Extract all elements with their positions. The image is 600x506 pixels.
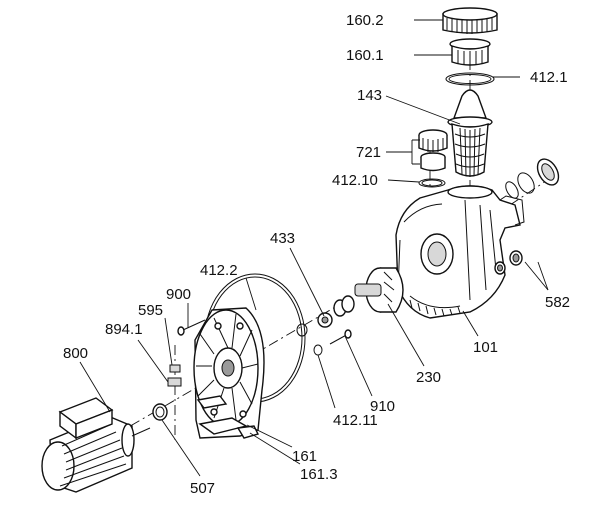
label-721: 721 — [356, 144, 381, 161]
label-143: 143 — [357, 87, 382, 104]
leader-lines — [79, 19, 549, 477]
label-894-1: 894.1 — [105, 321, 143, 338]
label-507: 507 — [190, 480, 215, 497]
screw-900-part — [177, 319, 206, 336]
mechanical-seal-part — [296, 295, 355, 337]
label-161: 161 — [292, 448, 317, 465]
label-412-1: 412.1 — [530, 69, 568, 86]
label-160-1: 160.1 — [346, 47, 384, 64]
label-433: 433 — [270, 230, 295, 247]
label-230: 230 — [416, 369, 441, 386]
cover-ring-part — [442, 7, 498, 34]
electric-motor-part — [41, 397, 151, 493]
label-800: 800 — [63, 345, 88, 362]
pump-housing-part — [395, 185, 525, 319]
small-part-894-1 — [167, 377, 182, 387]
label-161-3: 161.3 — [300, 466, 338, 483]
label-595: 595 — [138, 302, 163, 319]
stand-foot-part — [196, 395, 260, 439]
lid-part — [449, 38, 491, 66]
label-910: 910 — [370, 398, 395, 415]
outlet-union-part — [505, 158, 560, 199]
shaft-ring-part — [152, 403, 168, 421]
label-582: 582 — [545, 294, 570, 311]
label-412-2: 412.2 — [200, 262, 238, 279]
bolt-910-part — [313, 329, 352, 356]
label-412-11: 412.11 — [333, 412, 378, 429]
impeller-part — [354, 267, 404, 313]
strainer-basket-part — [447, 89, 493, 177]
seal-adapter-part — [418, 129, 448, 172]
label-412-10: 412.10 — [332, 172, 378, 189]
drain-plug-part — [494, 250, 523, 275]
label-900: 900 — [166, 286, 191, 303]
small-part-595 — [169, 364, 181, 373]
lid-o-ring-part — [445, 72, 495, 86]
label-160-2: 160.2 — [346, 12, 384, 29]
label-101: 101 — [473, 339, 498, 356]
seal-o-ring-part — [418, 178, 446, 188]
